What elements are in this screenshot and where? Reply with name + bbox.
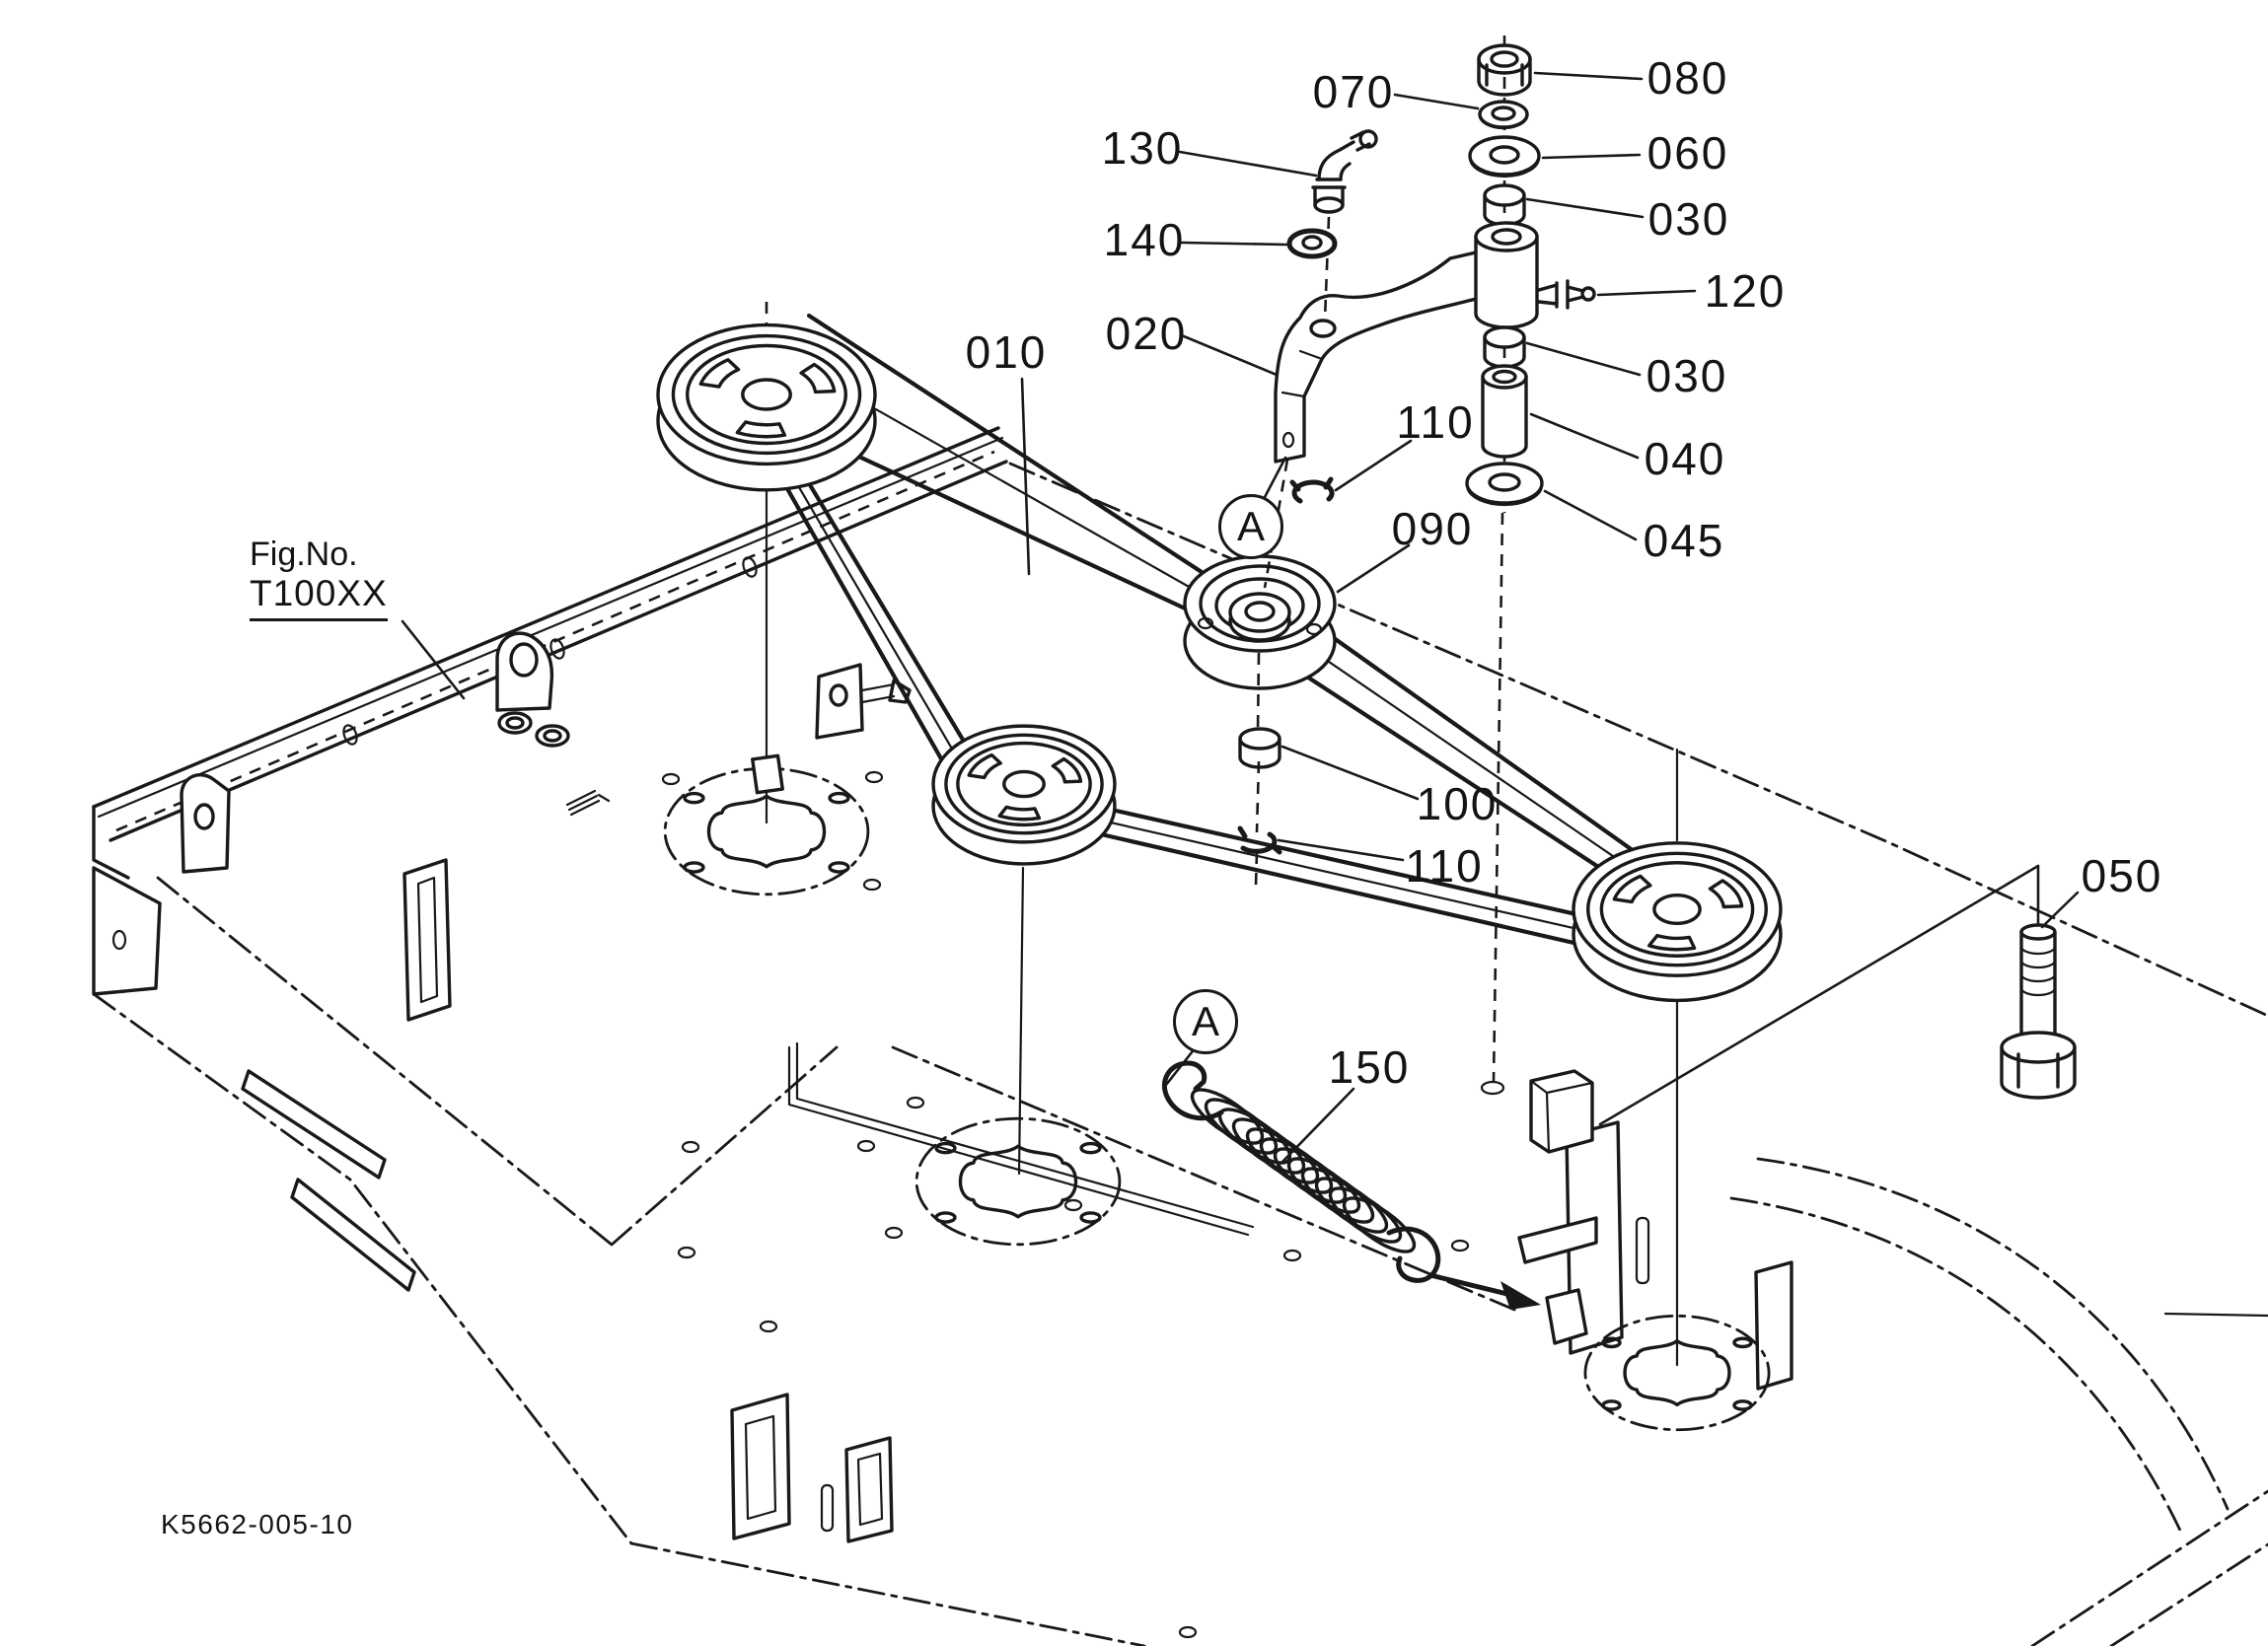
tension-pulley (1183, 459, 1337, 887)
snap-ring-lower (1237, 825, 1282, 855)
arrowhead (1500, 1281, 1541, 1310)
washer-140 (1286, 228, 1338, 259)
part-label-050: 050 (2081, 850, 2163, 901)
part-label-080: 080 (1646, 52, 1729, 104)
pivot-boss (1474, 221, 1596, 329)
leader-lines (401, 71, 2080, 1164)
part-label-060: 060 (1646, 127, 1729, 179)
collar-030-lower (1483, 325, 1526, 369)
drawing-code: K5662-005-10 (161, 1509, 354, 1539)
detail-marker-a-lower: A (1173, 989, 1238, 1054)
part-label-045: 045 (1643, 515, 1725, 566)
washer-060 (1468, 135, 1541, 179)
part-label-140: 140 (1103, 214, 1186, 265)
nut-080 (1477, 43, 1532, 97)
part-label-130: 130 (1101, 122, 1184, 174)
part-label-010: 010 (965, 326, 1048, 378)
part-label-110-upper: 110 (1396, 396, 1475, 448)
spacer-hub (1238, 727, 1281, 769)
figure-number-caption: Fig.No. (250, 536, 358, 573)
snap-ring-upper (1289, 476, 1335, 504)
detail-marker-a-upper: A (1218, 494, 1283, 559)
left-spindle-pulley (656, 322, 877, 492)
part-label-110-lower: 110 (1405, 840, 1484, 892)
part-label-100: 100 (1416, 778, 1499, 829)
centerlines (751, 36, 1679, 1367)
part-label-040: 040 (1644, 433, 1726, 484)
figure-number-block: Fig.No. T100XX (250, 536, 388, 621)
spring-direction-arrow (1427, 1272, 1522, 1300)
tension-spring (1161, 1060, 1541, 1310)
lock-washer-070 (1478, 100, 1529, 130)
figure-number-value: T100XX (250, 573, 388, 621)
part-label-150: 150 (1328, 1041, 1411, 1093)
part-label-070: 070 (1312, 66, 1395, 117)
sleeve-040 (1481, 364, 1528, 459)
pivot-hardware-stack (1465, 43, 1596, 507)
right-spindle-pulley (1572, 841, 1783, 1003)
idler-arm (1274, 245, 1513, 464)
washer-045 (1465, 462, 1544, 507)
center-spindle-pulley (931, 724, 1117, 866)
part-label-020: 020 (1105, 308, 1188, 359)
part-label-030-lower: 030 (1646, 350, 1728, 401)
mount-bolt (1598, 864, 2077, 1126)
collar-030-upper (1483, 183, 1526, 227)
part-label-090: 090 (1391, 503, 1474, 554)
deck-holes (661, 770, 1470, 1639)
part-label-120: 120 (1704, 265, 1787, 317)
grease-fitting-130 (1311, 129, 1378, 321)
spring-coils (1190, 1088, 1417, 1253)
part-label-030-upper: 030 (1647, 193, 1730, 245)
grease-fitting-120 (1537, 279, 1596, 310)
